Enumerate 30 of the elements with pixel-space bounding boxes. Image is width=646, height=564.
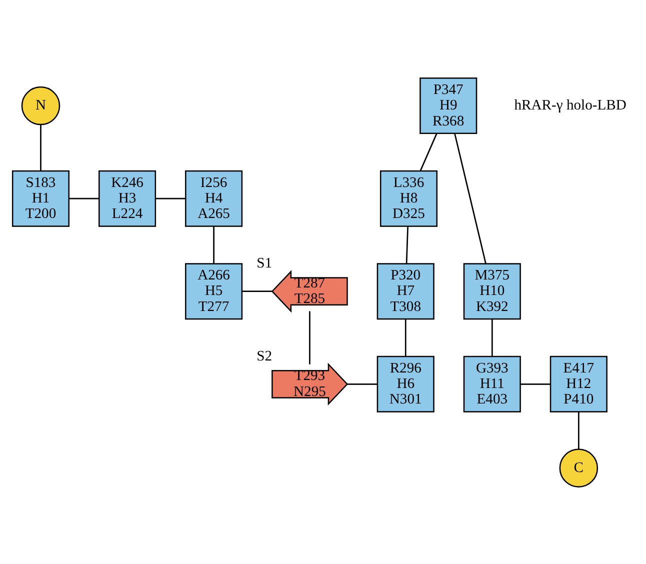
node-circle: C — [559, 448, 598, 487]
node-box: A266 H5 T277 — [185, 262, 243, 320]
node-box: I256 H4 A265 — [185, 170, 243, 226]
node-box: K246 H3 L224 — [98, 170, 156, 226]
connector — [40, 124, 42, 170]
connector — [404, 318, 406, 356]
connector — [491, 318, 493, 356]
connector — [348, 382, 378, 384]
connector — [69, 197, 100, 199]
connector — [309, 310, 310, 364]
node-box: E417 H12 P410 — [550, 355, 608, 412]
connector — [156, 197, 186, 199]
connector — [406, 226, 408, 263]
connector — [578, 411, 580, 448]
node-box: P347 H9 R368 — [420, 77, 478, 134]
node-box: P320 H7 T308 — [376, 262, 434, 320]
node-label: S1 — [256, 255, 272, 272]
label: hRAR-γ holo-LBD — [514, 97, 626, 114]
node-circle: N — [21, 86, 60, 125]
connector — [520, 382, 551, 384]
node-box: S183 H1 T200 — [12, 170, 70, 226]
node-box: G393 H11 E403 — [463, 355, 521, 412]
node-box: L336 H8 D325 — [380, 170, 438, 226]
connector — [242, 290, 272, 292]
node-label: S2 — [256, 348, 272, 364]
connector — [420, 132, 438, 170]
node-box: M375 H10 K392 — [463, 262, 521, 320]
node-box: R296 H6 N301 — [376, 355, 434, 412]
connector — [454, 132, 486, 264]
connector — [213, 226, 214, 263]
